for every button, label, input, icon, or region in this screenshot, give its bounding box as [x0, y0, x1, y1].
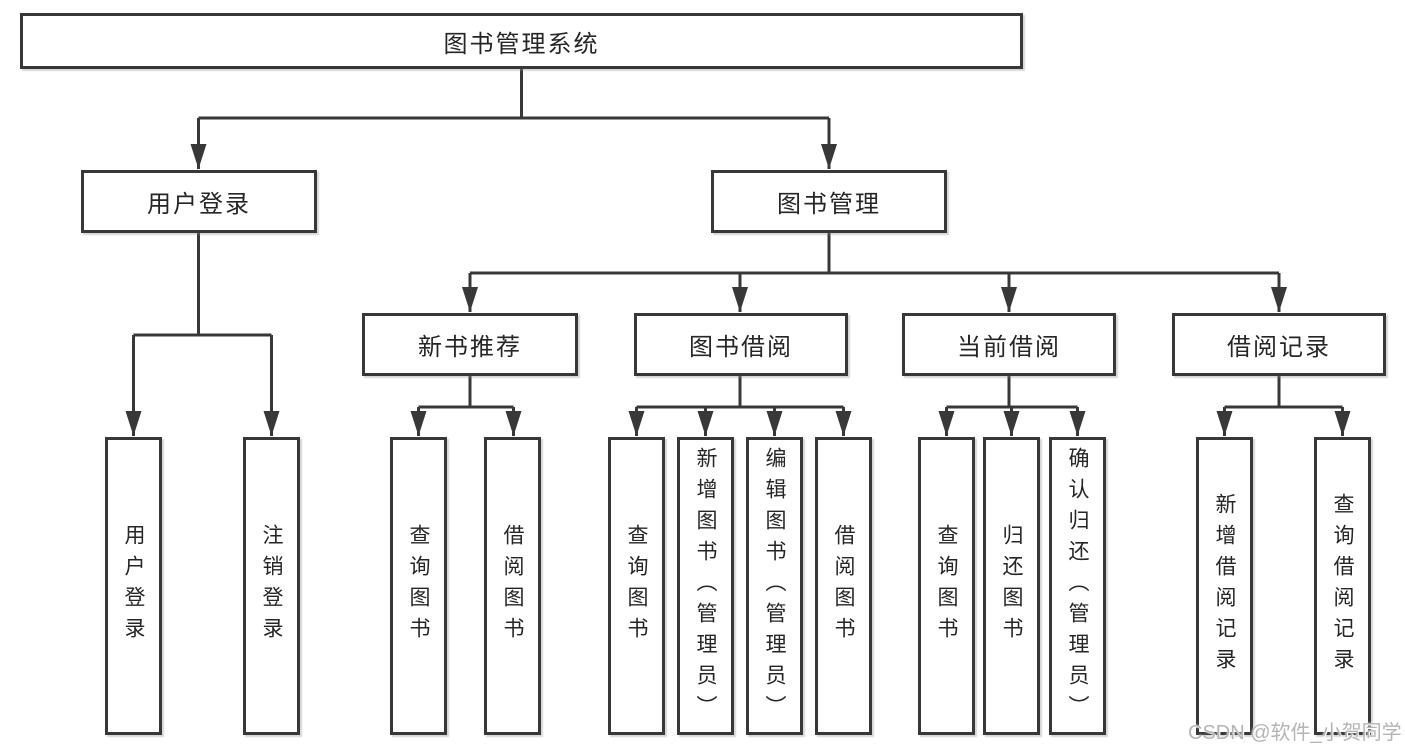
- leaf-add-books-admin: 新增图书（管理员）: [677, 437, 734, 735]
- node-user-login: 用户登录: [81, 170, 317, 233]
- node-label: 注销登录: [260, 524, 283, 648]
- leaf-query-books-recommend: 查询图书: [390, 437, 447, 735]
- leaf-user-login: 用户登录: [105, 437, 162, 735]
- node-current-borrowing: 当前借阅: [902, 313, 1116, 376]
- node-label: 图书管理系统: [443, 30, 600, 58]
- node-label: 当前借阅: [957, 334, 1061, 361]
- leaf-query-books-borrow: 查询图书: [608, 437, 665, 735]
- node-label: 新增图书（管理员）: [694, 446, 717, 726]
- node-book-management: 图书管理: [711, 170, 947, 233]
- node-label: 查询图书: [625, 524, 648, 648]
- node-label: 确认归还（管理员）: [1066, 446, 1089, 726]
- node-label: 新书推荐: [418, 334, 522, 361]
- leaf-query-books-current: 查询图书: [918, 437, 975, 735]
- leaf-logout: 注销登录: [243, 437, 300, 735]
- node-label: 查询图书: [935, 524, 958, 648]
- leaf-borrow-books-recommend: 借阅图书: [484, 437, 541, 735]
- node-label: 借阅图书: [501, 524, 524, 648]
- node-borrowing-records: 借阅记录: [1172, 313, 1386, 376]
- leaf-add-borrow-record: 新增借阅记录: [1196, 437, 1253, 735]
- node-label: 用户登录: [147, 191, 251, 218]
- leaf-borrow-books: 借阅图书: [815, 437, 872, 735]
- node-label: 图书管理: [777, 191, 881, 218]
- node-label: 编辑图书（管理员）: [763, 446, 786, 726]
- leaf-edit-books-admin: 编辑图书（管理员）: [746, 437, 803, 735]
- node-label: 查询图书: [407, 524, 430, 648]
- node-label: 归还图书: [1000, 524, 1023, 648]
- node-book-borrowing: 图书借阅: [634, 313, 848, 376]
- node-label: 图书借阅: [689, 334, 793, 361]
- leaf-query-borrow-record: 查询借阅记录: [1314, 437, 1371, 735]
- leaf-return-books: 归还图书: [983, 437, 1040, 735]
- node-label: 借阅记录: [1227, 334, 1331, 361]
- node-label: 用户登录: [122, 524, 145, 648]
- node-new-book-recommend: 新书推荐: [362, 313, 578, 376]
- node-label: 新增借阅记录: [1213, 493, 1236, 679]
- csdn-watermark: CSDN @软件_小贺同学: [1188, 722, 1402, 744]
- leaf-confirm-return-admin: 确认归还（管理员）: [1049, 437, 1106, 735]
- node-label: 借阅图书: [832, 524, 855, 648]
- node-label: 查询借阅记录: [1331, 493, 1354, 679]
- node-system-root: 图书管理系统: [20, 13, 1023, 69]
